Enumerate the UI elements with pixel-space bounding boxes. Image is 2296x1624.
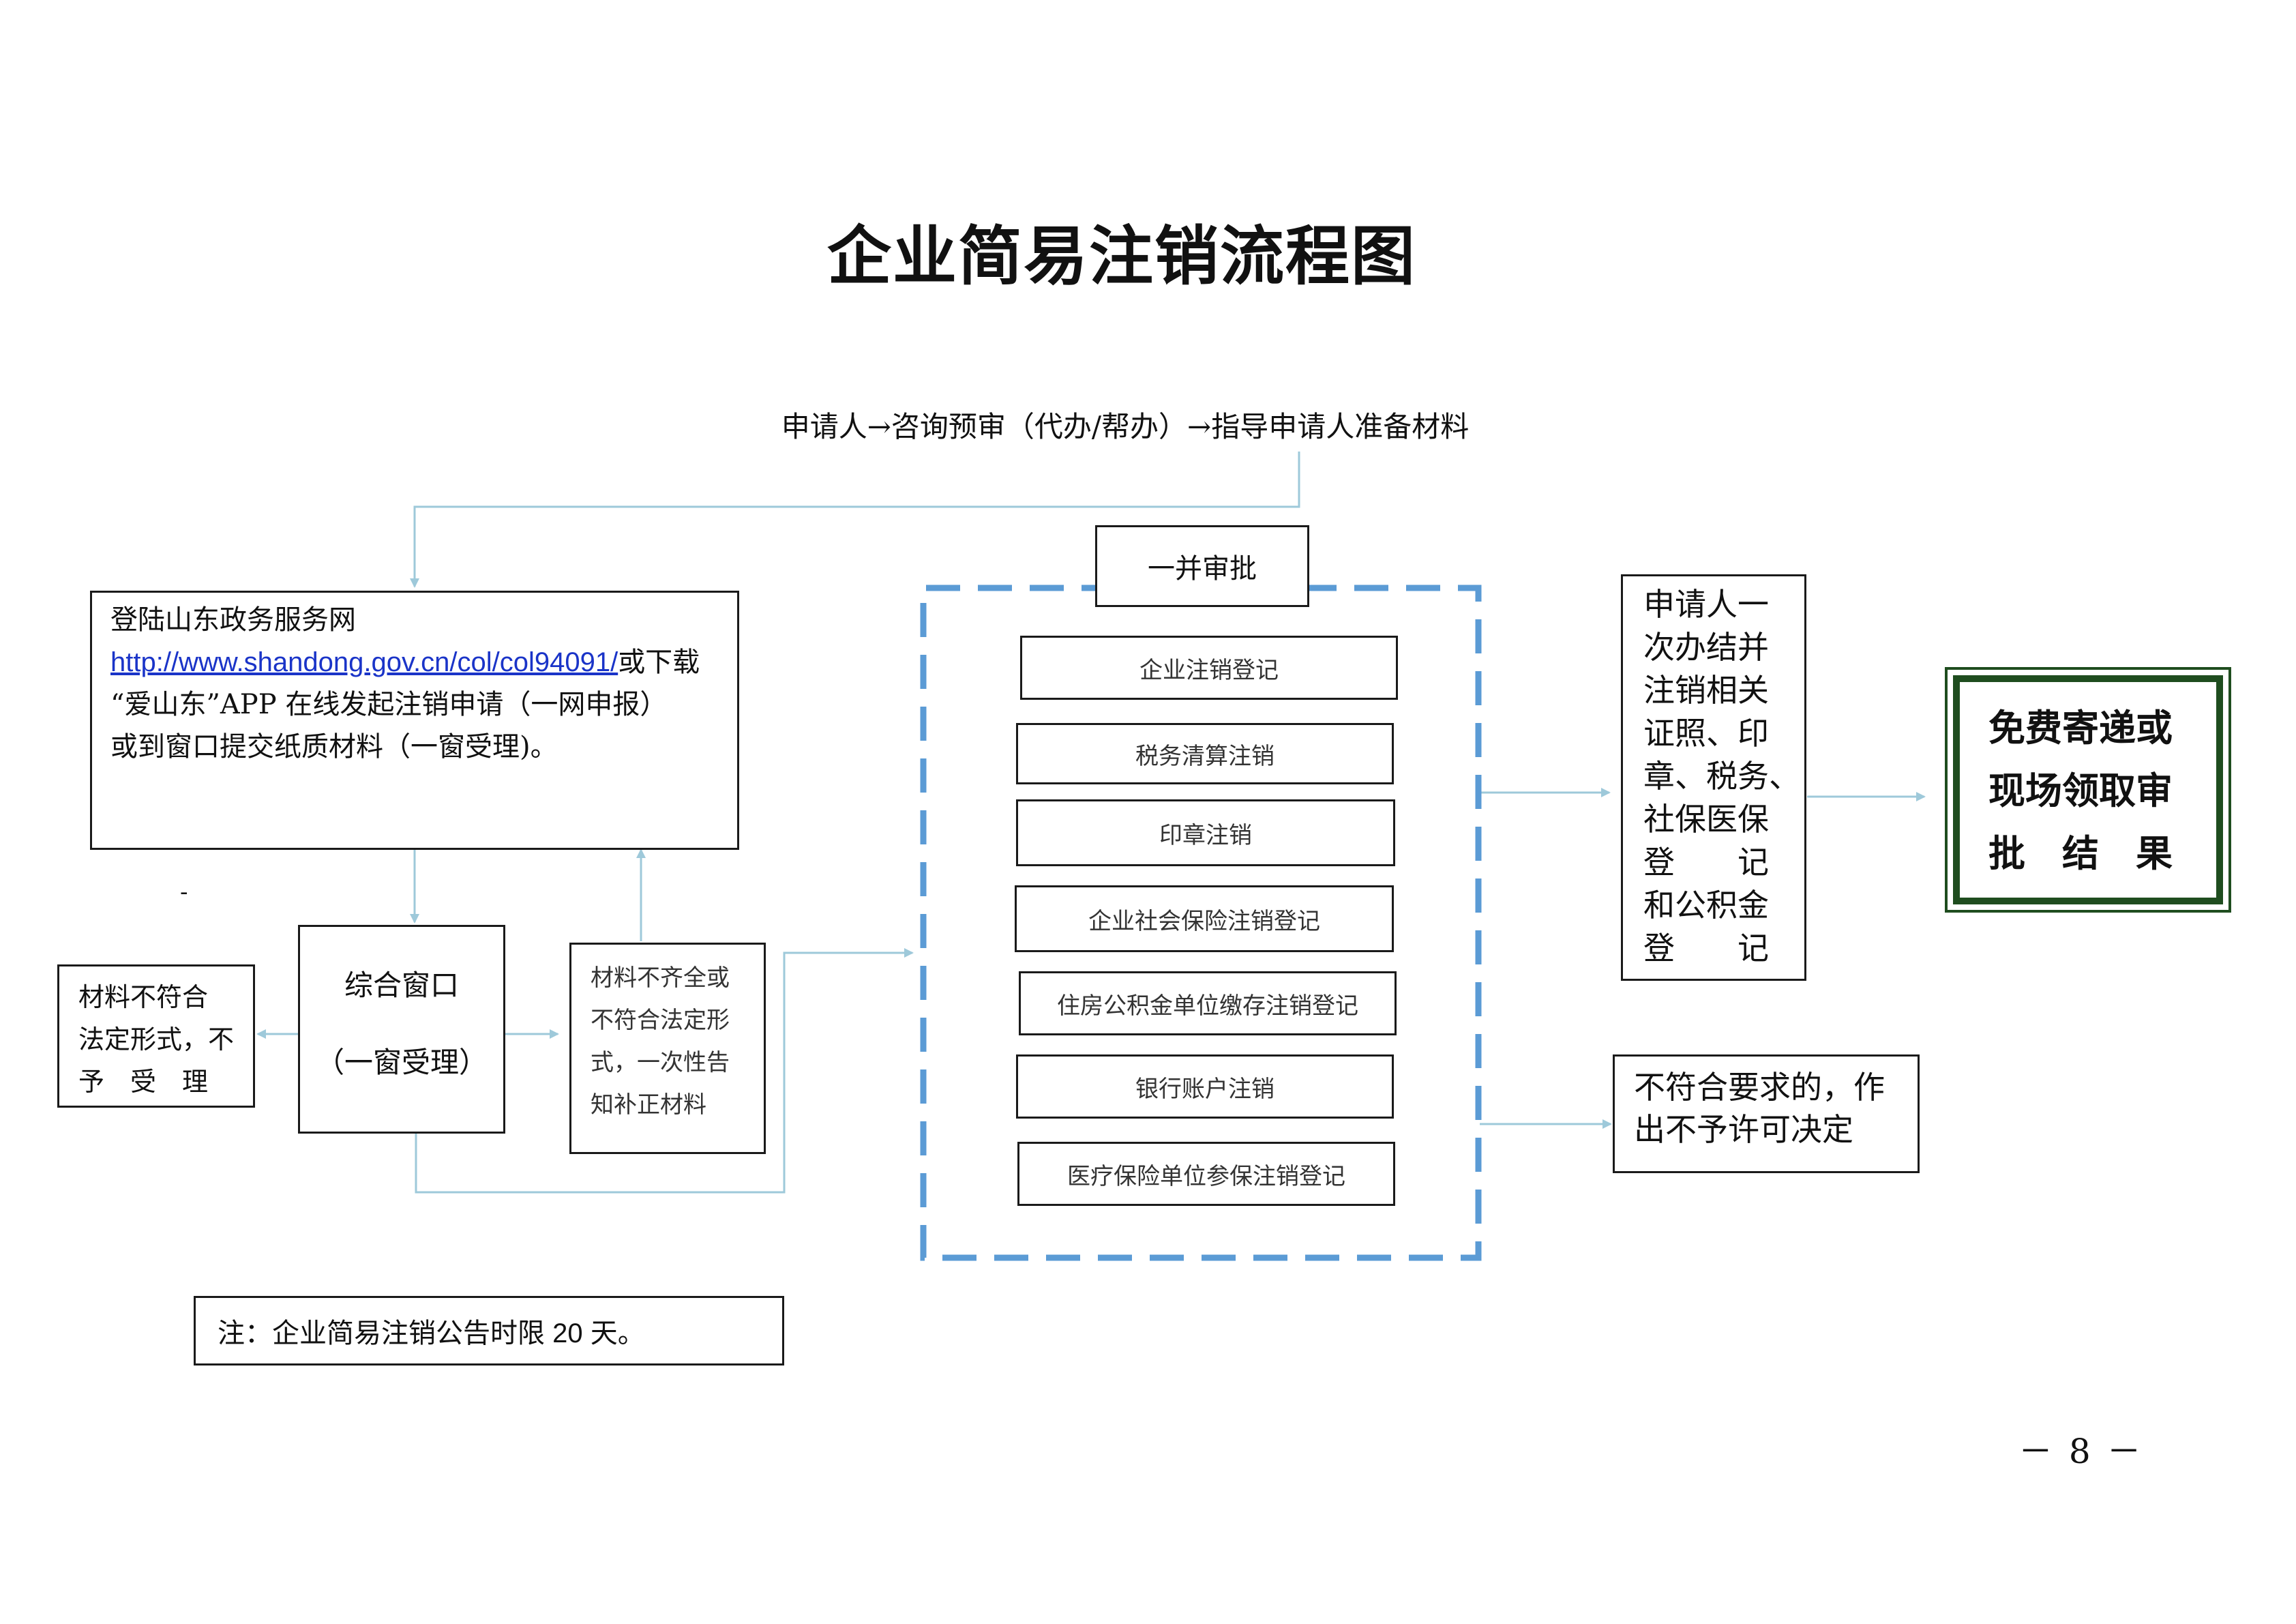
portal-link[interactable]: http://www.shandong.gov.cn/col/col94091/ [110,647,618,677]
applicant-line-9: 登 记 [1643,930,1769,966]
approval-item-seal-cancellation: 印章注销 [1016,799,1395,866]
not-permitted-line-1: 不符合要求的，作 [1634,1069,1885,1106]
supplement-line-1: 材料不齐全或 [591,964,730,992]
not-permitted-line-2: 出不予许可决定 [1634,1111,1853,1148]
approval-item-medical-insurance: 医疗保险单位参保注销登记 [1017,1142,1395,1206]
note-text: 注：企业简易注销公告时限 20 天。 [218,1318,645,1348]
portal-line-2: http://www.shandong.gov.cn/col/col94091/… [110,641,745,683]
reject-line-1: 材料不符合 [78,982,209,1012]
result-line-3: 批 结 果 [1988,832,2173,875]
joint-approval-group [920,585,1482,1261]
comprehensive-window-box: 综合窗口 （一窗受理） [298,925,505,1134]
supplement-notice-box: 材料不齐全或 不符合法定形 式，一次性告 知补正材料 [569,943,766,1154]
stray-mark: - [180,879,188,906]
window-line-1: 综合窗口 [344,969,459,1002]
portal-line-4: 或到窗口提交纸质材料（一窗受理)。 [110,731,558,763]
approval-item-enterprise-deregistration: 企业注销登记 [1020,636,1398,700]
result-box: 免费寄递或 现场领取审 批 结 果 [1953,675,2223,904]
approval-item-tax-clearance: 税务清算注销 [1016,723,1394,784]
portal-line-1: 登陆山东政务服务网 [110,604,356,636]
online-application-box [90,591,739,850]
approval-item-housing-fund: 住房公积金单位缴存注销登记 [1019,971,1397,1035]
applicant-line-7: 登 记 [1643,844,1769,881]
approval-item-bank-account: 银行账户注销 [1016,1054,1394,1119]
applicant-line-2: 次办结并 [1643,629,1769,666]
page-title: 企业简易注销流程图 [826,219,1416,294]
online-application-text: 登陆山东政务服务网 http://www.shandong.gov.cn/col… [110,599,745,768]
result-line-2: 现场领取审 [1988,769,2173,812]
window-line-2: （一窗受理） [315,1046,488,1079]
applicant-line-8: 和公积金 [1643,887,1769,924]
window-to-approval-connector [415,948,914,1194]
portal-line-3: “爱山东”APP 在线发起注销申请（一网申报） [110,689,668,720]
note-box: 注：企业简易注销公告时限 20 天。 [194,1296,784,1365]
supplement-line-3: 式，一次性告 [591,1049,730,1076]
page-number: － 8 － [2018,1432,2144,1471]
intro-to-portal-connector [410,452,1300,588]
supplement-line-4: 知补正材料 [591,1091,706,1119]
portal-line-2-suffix: 或下载 [618,647,700,678]
reject-line-3: 予 受 理 [78,1067,209,1097]
applicant-line-1: 申请人一 [1643,586,1769,623]
result-line-1: 免费寄递或 [1988,707,2173,750]
applicant-line-5: 章、税务、 [1643,758,1800,795]
approval-item-social-insurance: 企业社会保险注销登记 [1015,885,1394,952]
joint-approval-label: 一并审批 [1095,525,1309,607]
applicant-line-4: 证照、印 [1643,715,1769,752]
applicant-line-3: 注销相关 [1643,672,1769,709]
supplement-line-2: 不符合法定形 [591,1007,730,1034]
intro-flow-text: 申请人→咨询预审（代办/帮办）→指导申请人准备材料 [781,410,1470,443]
applicant-line-6: 社保医保 [1643,801,1769,838]
reject-line-2: 法定形式，不 [78,1024,235,1054]
applicant-completion-box: 申请人一 次办结并 注销相关 证照、印 章、税务、 社保医保 登 记 和公积金 … [1621,574,1806,981]
reject-materials-box: 材料不符合 法定形式，不 予 受 理 [57,964,255,1108]
not-permitted-box: 不符合要求的，作 出不予许可决定 [1613,1054,1920,1173]
